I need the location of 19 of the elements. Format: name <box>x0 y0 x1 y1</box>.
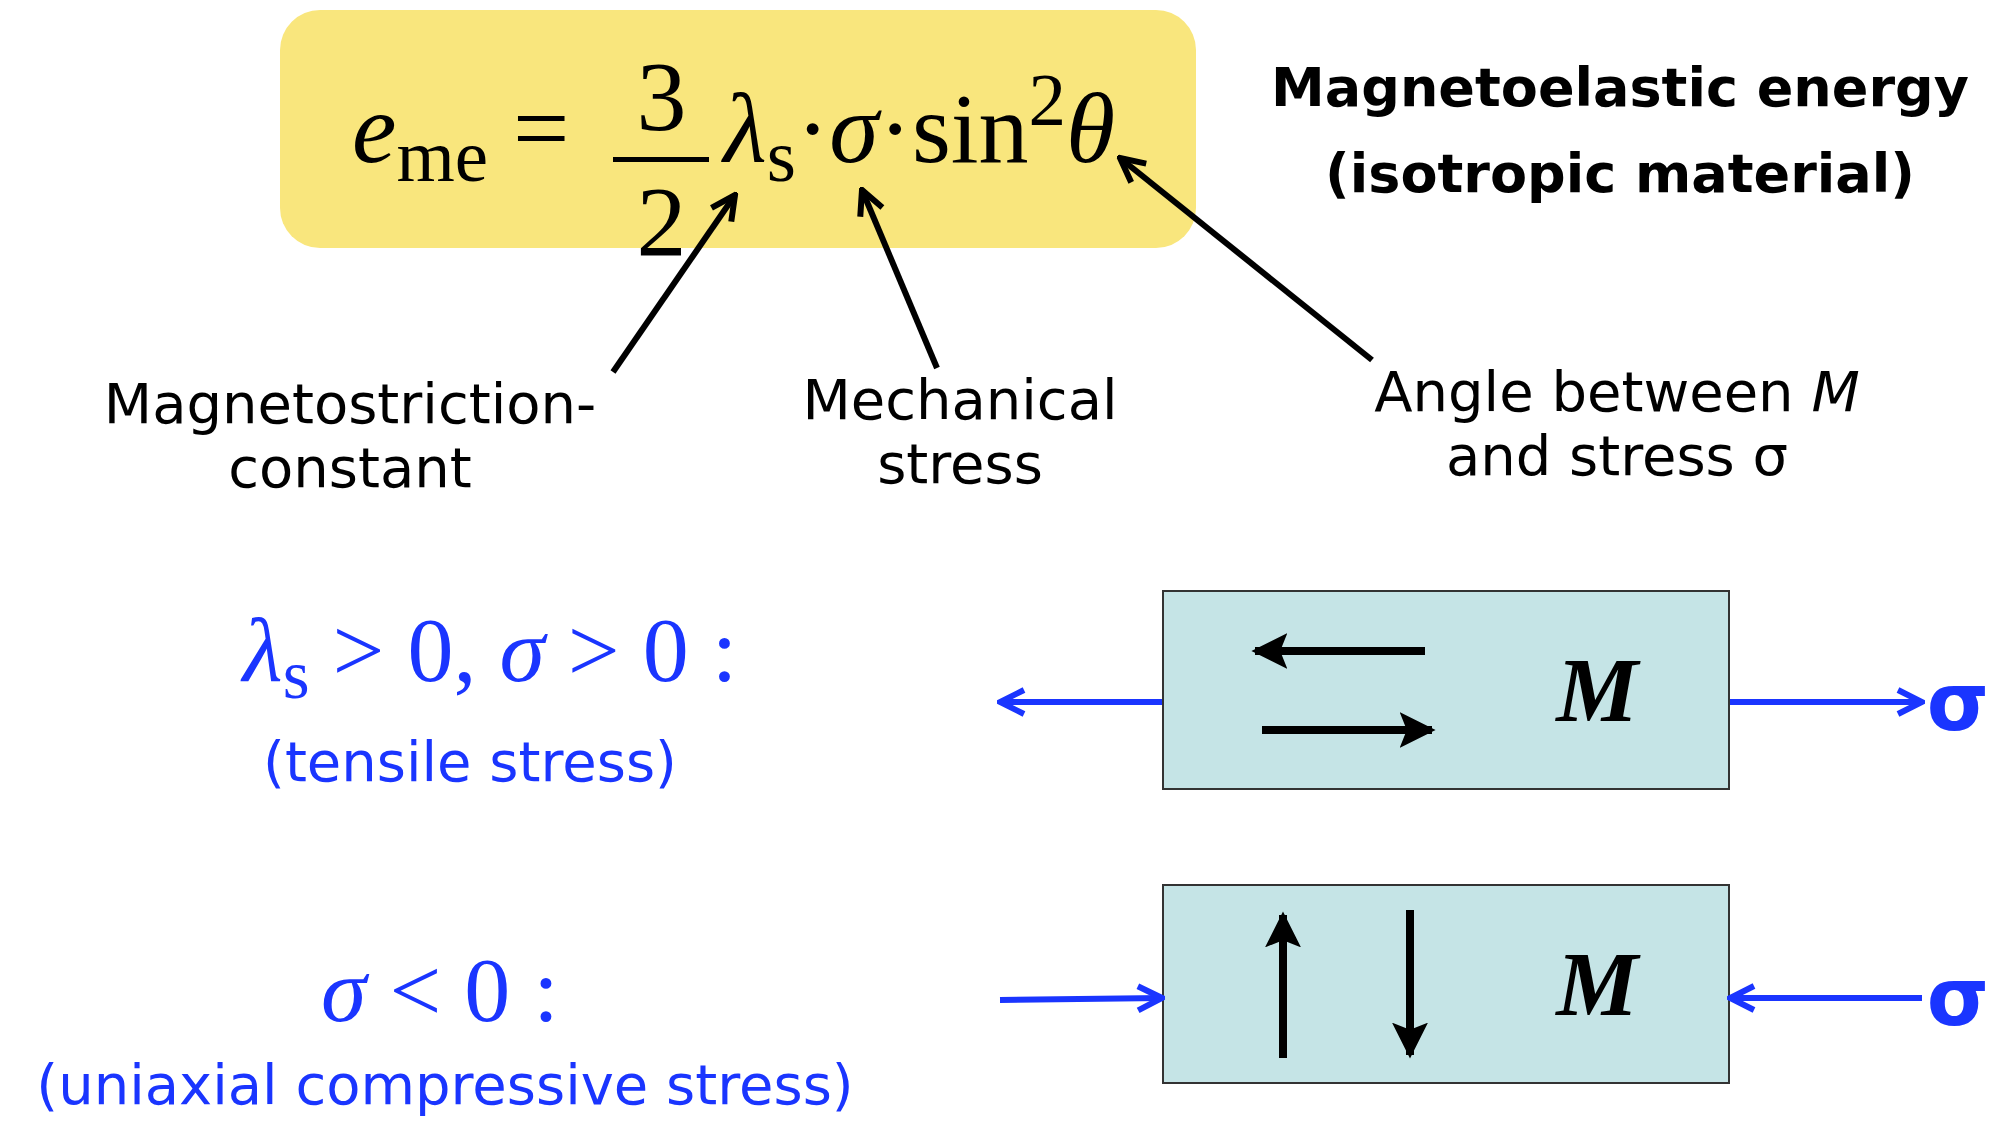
annotation-label: Mechanical stress <box>801 368 1119 497</box>
formula-denominator: 2 <box>636 171 687 272</box>
annotation-label: Angle between M and stress σ <box>1373 360 1861 489</box>
title: Magnetoelastic energy (isotropic material) <box>1270 55 1970 208</box>
formula-numerator: 3 <box>635 46 688 147</box>
stress-arrow <box>999 983 1165 1014</box>
leader-arrow <box>1117 155 1374 363</box>
magnet-bar <box>1162 884 1730 1084</box>
condition-label: (tensile stress) <box>263 734 677 790</box>
leader-arrow <box>857 187 940 370</box>
condition-label: σ < 0 : <box>321 944 559 1036</box>
stress-arrow <box>997 687 1162 717</box>
stress-symbol: σ <box>1926 662 1990 743</box>
stress-arrow <box>1727 983 1922 1013</box>
stress-arrow <box>1730 687 1925 717</box>
annotation-label: Magnetostriction-constant <box>102 372 598 501</box>
magnet-bar <box>1162 590 1730 790</box>
leader-arrow <box>610 192 738 374</box>
stress-symbol: σ <box>1926 957 1990 1038</box>
